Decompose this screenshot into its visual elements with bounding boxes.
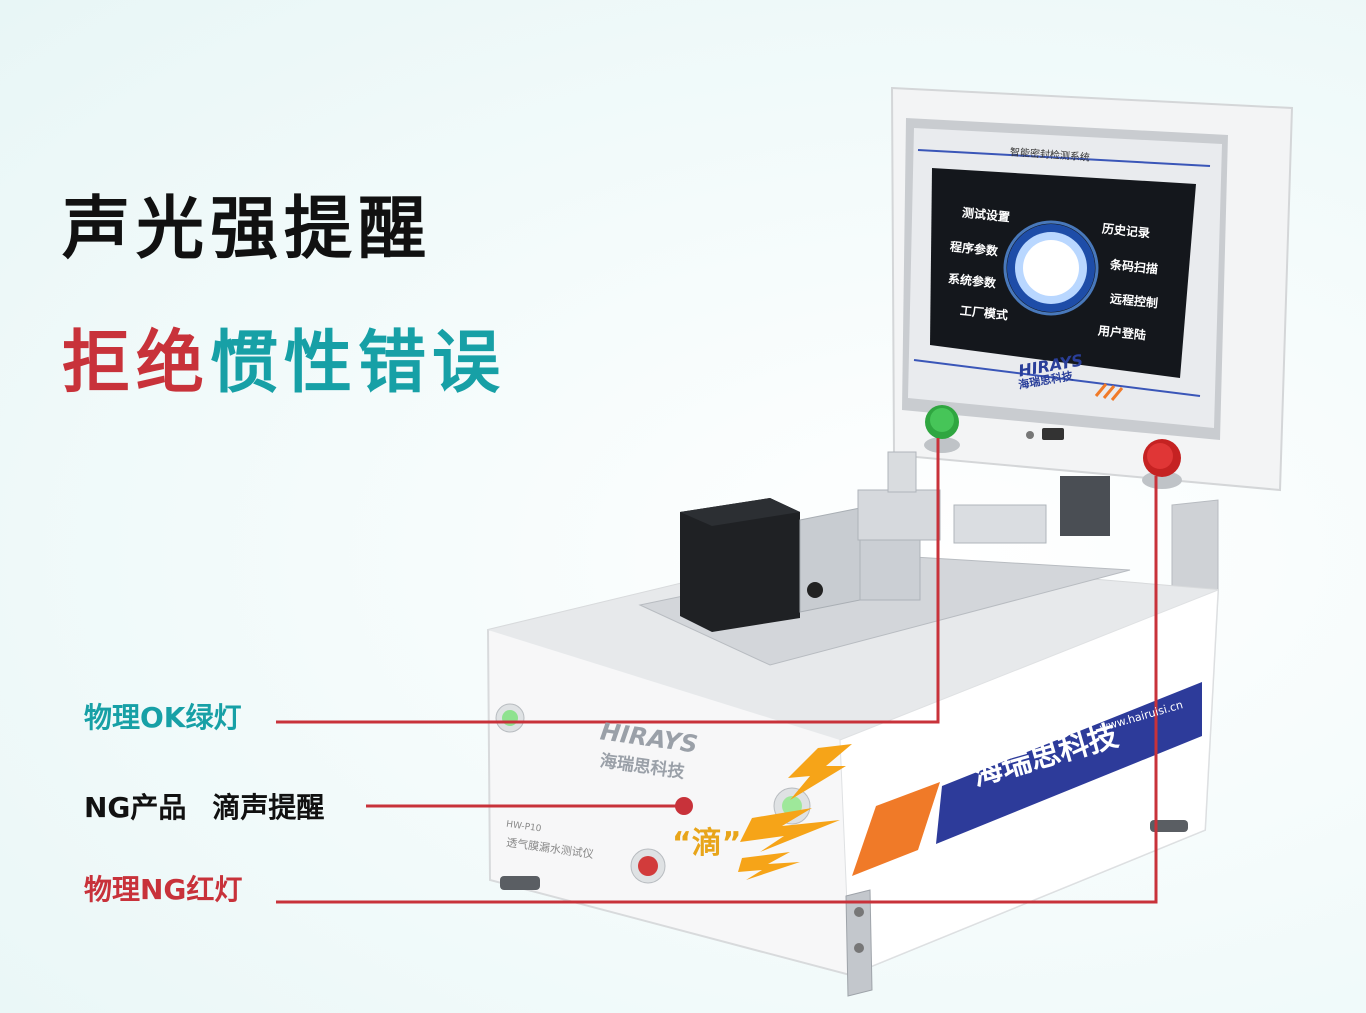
sound-bolt-mid <box>740 808 840 852</box>
callout-ok-light: 物理OK绿灯 <box>84 701 242 734</box>
subheadline-teal: 惯性错误 <box>210 324 507 403</box>
subheadline: 拒绝惯性错误 <box>62 330 506 398</box>
sound-bolt-top <box>788 744 852 800</box>
callout-ng-sound-b: 滴声提醒 <box>212 791 325 824</box>
sound-bolt-bottom <box>738 852 800 880</box>
sound-effect-text: “滴” <box>672 826 742 861</box>
ok-callout-line <box>276 438 940 724</box>
callout-ng-sound: NG产品滴声提醒 <box>84 794 324 822</box>
callout-ng-light: 物理NG红灯 <box>84 873 243 906</box>
subheadline-red: 拒绝 <box>62 324 211 403</box>
usb-port <box>1042 428 1064 440</box>
callout-ng-sound-a: NG产品 <box>84 791 187 824</box>
cylinder-block <box>680 498 800 632</box>
ng-sound-callout-dot <box>675 797 693 815</box>
headline: 声光强提醒 <box>62 190 433 269</box>
brand-band <box>936 682 1202 844</box>
orange-accent <box>852 782 940 876</box>
ng-light-callout-line <box>276 476 1158 904</box>
